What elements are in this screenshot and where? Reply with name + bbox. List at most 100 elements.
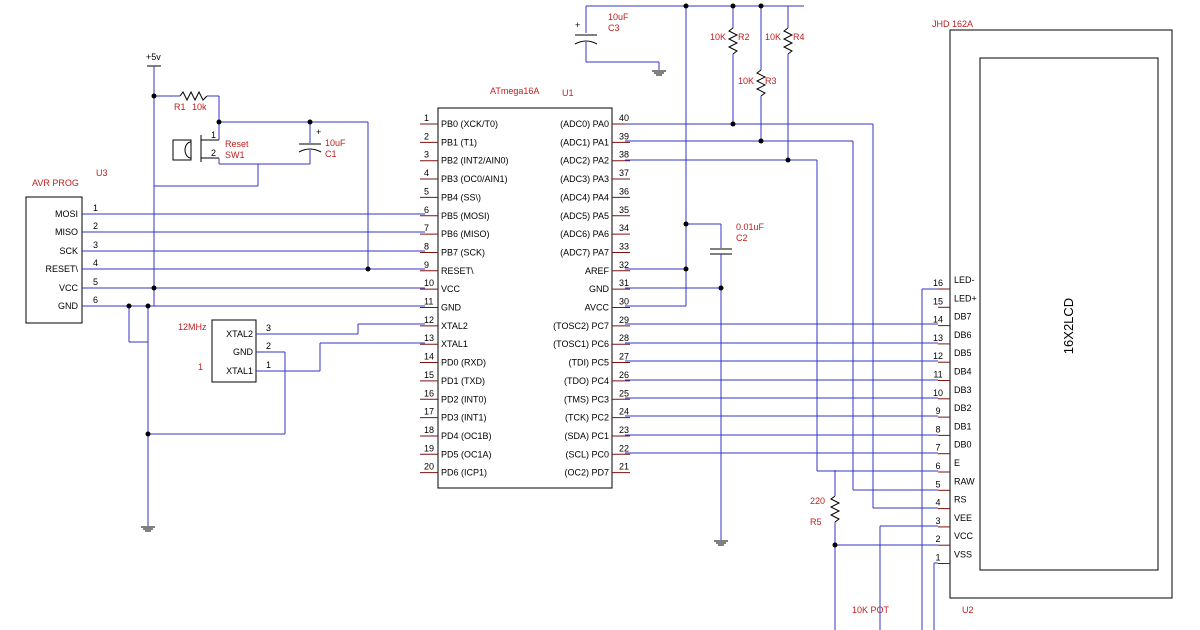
c3-ref: C3 <box>608 23 620 33</box>
lcd-pin-num: 3 <box>935 516 940 526</box>
prog-pin-name: GND <box>58 301 79 311</box>
mcu-pin-num: 14 <box>424 352 434 362</box>
mcu-pin-name: XTAL1 <box>441 339 468 349</box>
sw-name: Reset <box>225 139 249 149</box>
mcu-pin-num: 1 <box>424 113 429 123</box>
lcd-pin-num: 7 <box>935 443 940 453</box>
pot-label: 10K POT <box>852 605 890 615</box>
mcu-pin-name: PB5 (MOSI) <box>441 211 490 221</box>
mcu-pin-num: 25 <box>619 388 629 398</box>
lcd-pin-num: 15 <box>933 296 943 306</box>
mcu-pin-num: 10 <box>424 278 434 288</box>
avr-prog-title: AVR PROG <box>32 178 79 188</box>
lcd-title: JHD 162A <box>932 19 973 29</box>
mcu-pin-name: PD3 (INT1) <box>441 413 487 423</box>
prog-pin-num: 1 <box>93 203 98 213</box>
wires <box>82 6 938 630</box>
mcu-pin-num: 15 <box>424 370 434 380</box>
mcu-pin-num: 27 <box>619 352 629 362</box>
mcu-pin-name: PD2 (INT0) <box>441 394 487 404</box>
mcu-pin-name: XTAL2 <box>441 321 468 331</box>
mcu-pin-num: 35 <box>619 205 629 215</box>
mcu-pin-name: PB2 (INT2/AIN0) <box>441 156 509 166</box>
lcd-pin-num: 1 <box>935 553 940 563</box>
mcu-pin-name: (ADC1) PA1 <box>560 137 609 147</box>
lcd-pin-name: DB7 <box>954 312 972 322</box>
prog-pin-name: MISO <box>55 227 78 237</box>
lcd-pin-name: DB2 <box>954 403 972 413</box>
lcd-pin-name: DB0 <box>954 440 972 450</box>
capacitor-c3: + 10uF C3 <box>574 5 804 76</box>
mcu-pin-name: (OC2) PD7 <box>564 468 609 478</box>
svg-text:+: + <box>575 20 580 30</box>
mcu-pin-num: 12 <box>424 315 434 325</box>
lcd-pin-name: VCC <box>954 531 974 541</box>
mcu-pin-num: 11 <box>424 297 433 307</box>
prog-pin-name: SCK <box>59 246 78 256</box>
sw-pin2: 2 <box>211 148 216 158</box>
mcu-pin-num: 26 <box>619 370 629 380</box>
mcu-pin-name: (ADC7) PA7 <box>560 247 609 257</box>
lcd-pin-name: DB3 <box>954 385 972 395</box>
mcu-pin-name: (ADC4) PA4 <box>560 192 609 202</box>
junctions <box>126 3 838 548</box>
mcu-pin-num: 30 <box>619 297 629 307</box>
mcu-pin-name: (TDO) PC4 <box>564 376 609 386</box>
crystal-pin-num: 1 <box>266 360 271 370</box>
r2-ref: R2 <box>738 32 750 42</box>
crystal-pin-name: XTAL2 <box>226 329 253 339</box>
mcu-pin-num: 33 <box>619 241 629 251</box>
mcu-pin-num: 23 <box>619 425 629 435</box>
resistor-r1: R1 10k <box>154 90 220 122</box>
mcu-pin-num: 38 <box>619 150 629 160</box>
lcd-pin-num: 6 <box>935 461 940 471</box>
mcu-pin-name: (ADC0) PA0 <box>560 119 609 129</box>
crystal-pin-num: 2 <box>266 341 271 351</box>
mcu-pin-name: VCC <box>441 284 461 294</box>
prog-pin-num: 4 <box>93 258 98 268</box>
mcu-pin-name: (ADC3) PA3 <box>560 174 609 184</box>
lcd-pin-name: DB4 <box>954 367 972 377</box>
mcu-pin-name: RESET\ <box>441 266 474 276</box>
reset-switch: 1 2 Reset SW1 <box>172 122 258 165</box>
mcu-pin-name: GND <box>441 303 462 313</box>
mcu-pin-name: PD1 (TXD) <box>441 376 485 386</box>
lcd-pin-num: 14 <box>933 315 943 325</box>
crystal-freq: 12MHz <box>178 322 207 332</box>
mcu-pin-num: 18 <box>424 425 434 435</box>
lcd-pin-name: RS <box>954 495 967 505</box>
lcd-pin-num: 12 <box>933 351 943 361</box>
r3-value: 10K <box>738 76 754 86</box>
prog-pin-num: 6 <box>93 295 98 305</box>
resistor-r5: 220 R5 <box>810 470 841 630</box>
sw-pin1: 1 <box>211 130 216 140</box>
lcd-pin-num: 9 <box>935 406 940 416</box>
mcu-pin-num: 28 <box>619 333 629 343</box>
r5-value: 220 <box>810 496 825 506</box>
mcu-pin-num: 24 <box>619 407 629 417</box>
mcu-pin-num: 6 <box>424 205 429 215</box>
mcu-pin-num: 21 <box>619 462 629 472</box>
r5-ref: R5 <box>810 517 822 527</box>
lcd-pin-name: LED- <box>954 275 975 285</box>
mcu-pin-name: PB7 (SCK) <box>441 247 485 257</box>
c1-ref: C1 <box>325 149 337 159</box>
crystal-ref: 1 <box>198 362 203 372</box>
mcu-pin-num: 8 <box>424 241 429 251</box>
mcu-pin-name: PD4 (OC1B) <box>441 431 492 441</box>
lcd-pin-name: RAW <box>954 476 975 486</box>
capacitor-c1: + 10uF C1 <box>154 121 368 187</box>
mcu-pin-num: 7 <box>424 223 429 233</box>
mcu-pin-num: 4 <box>424 168 429 178</box>
mcu-pin-num: 17 <box>424 407 434 417</box>
lcd-pin-name: VEE <box>954 513 972 523</box>
mcu-pin-name: PB4 (SS\) <box>441 192 481 202</box>
prog-pin-num: 3 <box>93 240 98 250</box>
c2-value: 0.01uF <box>736 222 765 232</box>
mcu-pin-num: 3 <box>424 150 429 160</box>
mcu-pin-name: (SDA) PC1 <box>564 431 609 441</box>
prog-pin-num: 5 <box>93 277 98 287</box>
